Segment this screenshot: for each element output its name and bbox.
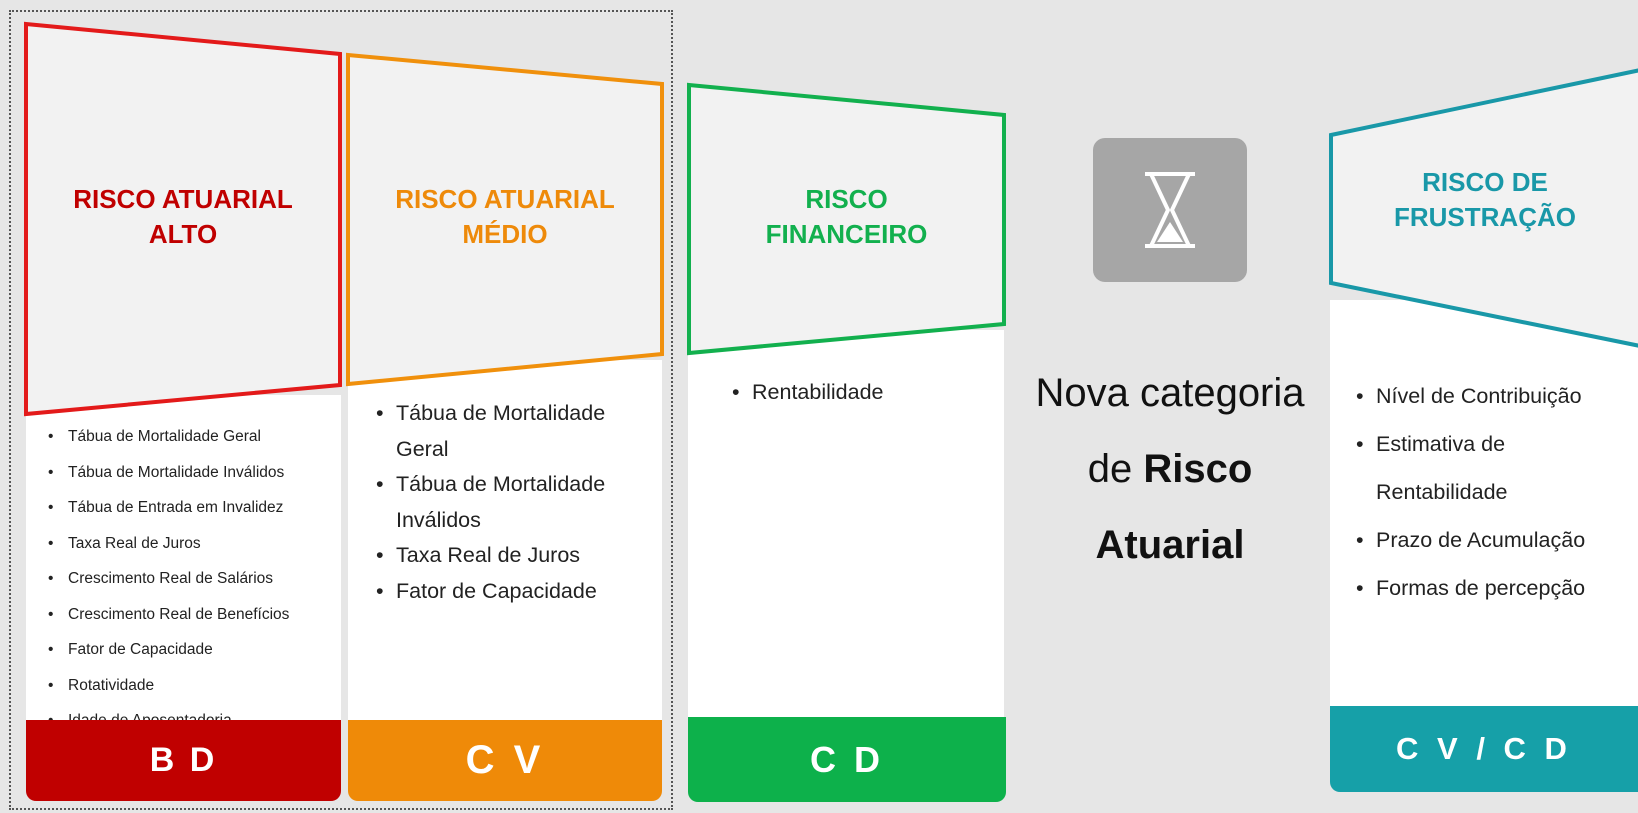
- risk-item: Taxa Real de Juros: [42, 526, 289, 562]
- new-category-line1: Nova categoria: [1035, 371, 1305, 415]
- card-body: Nível de ContribuiçãoEstimativa de Renta…: [1330, 300, 1638, 720]
- risk-item: Tábua de Mortalidade Geral: [42, 419, 289, 455]
- footer-bd: B D: [26, 720, 341, 801]
- card-body: Tábua de Mortalidade GeralTábua de Morta…: [26, 395, 341, 725]
- footer-label: B D: [149, 741, 218, 779]
- card-body: Tábua de Mortalidade GeralTábua de Morta…: [348, 360, 662, 725]
- risk-item: Rotatividade: [42, 668, 289, 704]
- footer-label: C V: [465, 738, 545, 782]
- risk-item: Rentabilidade: [726, 375, 884, 411]
- card-title-line1: RISCO ATUARIAL: [73, 184, 293, 214]
- risk-item-list: Nível de ContribuiçãoEstimativa de Renta…: [1350, 372, 1620, 612]
- risk-item: Estimativa de Rentabilidade: [1350, 420, 1620, 516]
- card-title-line2: FRUSTRAÇÃO: [1394, 202, 1576, 233]
- risk-item-list: Tábua de Mortalidade GeralTábua de Morta…: [370, 396, 650, 609]
- footer-cd: C D: [688, 717, 1006, 802]
- risk-item: Tábua de Mortalidade Geral: [370, 396, 650, 467]
- card-title-line2: FINANCEIRO: [765, 219, 928, 250]
- card-title: RISCO ATUARIAL ALTO: [26, 182, 340, 252]
- new-category-line2: de Risco Atuarial: [1010, 431, 1330, 583]
- card-title: RISCO DE FRUSTRAÇÃO: [1331, 165, 1638, 235]
- risk-item: Crescimento Real de Benefícios: [42, 597, 289, 633]
- footer-label: C D: [810, 738, 884, 780]
- card-title-line2: ALTO: [148, 219, 218, 250]
- hourglass-icon: [1145, 172, 1195, 248]
- card-title-line1: RISCO DE: [1422, 167, 1548, 197]
- card-title: RISCO ATUARIAL MÉDIO: [348, 182, 662, 252]
- risk-item-list: Rentabilidade: [726, 375, 884, 411]
- card-title: RISCO FINANCEIRO: [689, 182, 1004, 252]
- risk-item: Crescimento Real de Salários: [42, 561, 289, 597]
- card-body: Rentabilidade: [688, 330, 1004, 725]
- risk-item: Taxa Real de Juros: [370, 538, 650, 574]
- new-category-bold: Risco Atuarial: [1095, 447, 1253, 567]
- risk-item: Tábua de Entrada em Invalidez: [42, 490, 289, 526]
- card-title-line1: RISCO: [805, 184, 888, 214]
- footer-cvcd: C V / C D: [1330, 706, 1638, 792]
- risk-item: Tábua de Mortalidade Inválidos: [42, 455, 289, 491]
- dotted-group-frame: [9, 10, 673, 810]
- risk-item: Prazo de Acumulação: [1350, 516, 1620, 564]
- risk-item: Fator de Capacidade: [42, 632, 289, 668]
- footer-label: C V / C D: [1396, 731, 1572, 766]
- card-title-line1: RISCO ATUARIAL: [395, 184, 615, 214]
- risk-item: Fator de Capacidade: [370, 574, 650, 610]
- new-category-prefix: de: [1087, 447, 1144, 491]
- footer-cv: C V: [348, 720, 662, 801]
- hourglass-icon-box: [1093, 138, 1247, 282]
- risk-item: Tábua de Mortalidade Inválidos: [370, 467, 650, 538]
- risk-item: Nível de Contribuição: [1350, 372, 1620, 420]
- new-category-caption: Nova categoria de Risco Atuarial: [1010, 355, 1330, 583]
- card-title-line2: MÉDIO: [462, 219, 548, 250]
- risk-item: Formas de percepção: [1350, 564, 1620, 612]
